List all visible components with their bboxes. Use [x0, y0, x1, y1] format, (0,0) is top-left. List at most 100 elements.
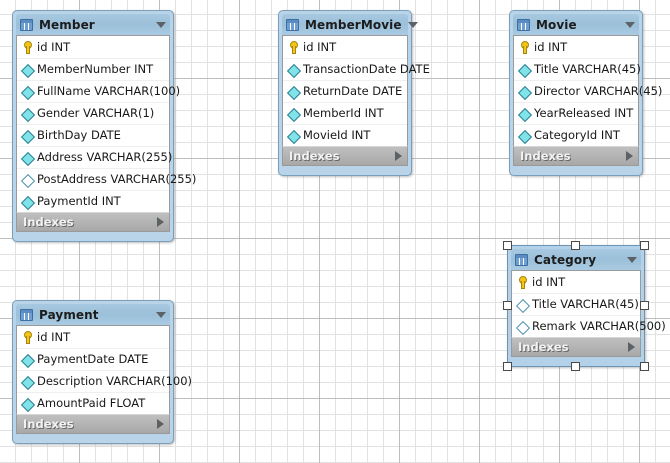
column-row[interactable]: MovieId INT: [283, 124, 407, 146]
table-title-bar[interactable]: Member: [16, 14, 170, 35]
column-label: CategoryId INT: [534, 128, 620, 142]
column-row[interactable]: PaymentDate DATE: [17, 348, 169, 370]
column-row[interactable]: YearReleased INT: [514, 102, 638, 124]
column-label: MemberNumber INT: [37, 62, 154, 76]
table-title-bar[interactable]: Payment: [16, 304, 170, 325]
chevron-right-icon[interactable]: [395, 151, 402, 161]
column-label: Gender VARCHAR(1): [37, 106, 155, 120]
column-row[interactable]: id INT: [283, 36, 407, 58]
key-icon: [518, 40, 532, 54]
column-row[interactable]: FullName VARCHAR(100): [17, 80, 180, 102]
diamond-icon: [21, 129, 35, 143]
chevron-down-icon[interactable]: [156, 311, 166, 318]
table-node-category[interactable]: Category id INT Title VARCHAR(45) Remark VA…: [503, 241, 666, 371]
table-name-label: MemberMovie: [305, 17, 402, 32]
chevron-down-icon[interactable]: [627, 256, 637, 263]
column-row[interactable]: ReturnDate DATE: [283, 80, 407, 102]
column-label: Description VARCHAR(100): [37, 374, 193, 388]
resize-handle-ml[interactable]: [503, 301, 512, 310]
column-label: Address VARCHAR(255): [37, 150, 173, 164]
column-row[interactable]: Director VARCHAR(45): [514, 80, 662, 102]
column-row[interactable]: CategoryId INT: [514, 124, 638, 146]
indexes-section-header[interactable]: Indexes: [16, 414, 170, 434]
table-title-bar[interactable]: Movie: [513, 14, 639, 35]
column-row[interactable]: BirthDay DATE: [17, 124, 169, 146]
indexes-section-header[interactable]: Indexes: [513, 146, 639, 166]
diamond-icon: [21, 63, 35, 77]
column-row[interactable]: id INT: [17, 36, 169, 58]
column-label: MovieId INT: [303, 128, 371, 142]
resize-handle-bc[interactable]: [571, 362, 580, 371]
column-row[interactable]: id INT: [514, 36, 638, 58]
chevron-right-icon[interactable]: [628, 342, 635, 352]
resize-handle-tr[interactable]: [640, 241, 649, 250]
diamond-icon: [21, 195, 35, 209]
column-row[interactable]: Description VARCHAR(100): [17, 370, 192, 392]
column-label: Director VARCHAR(45): [534, 84, 663, 98]
indexes-label: Indexes: [520, 149, 571, 163]
column-row[interactable]: Address VARCHAR(255): [17, 146, 173, 168]
indexes-label: Indexes: [23, 215, 74, 229]
column-row[interactable]: Title VARCHAR(45): [514, 58, 641, 80]
column-row[interactable]: MemberId INT: [283, 102, 407, 124]
table-node-member[interactable]: Member id INT MemberNumber INT FullName VAR…: [12, 10, 196, 242]
chevron-down-icon[interactable]: [407, 21, 418, 28]
diamond-icon: [287, 85, 301, 99]
chevron-right-icon[interactable]: [157, 419, 164, 429]
column-label: Title VARCHAR(45): [532, 297, 639, 311]
column-row[interactable]: Gender VARCHAR(1): [17, 102, 169, 124]
diamond-outline-icon: [516, 298, 530, 312]
table-title-bar[interactable]: MemberMovie: [282, 14, 418, 35]
chevron-down-icon[interactable]: [625, 21, 635, 28]
column-row[interactable]: MemberNumber INT: [17, 58, 169, 80]
column-label: BirthDay DATE: [37, 128, 121, 142]
resize-handle-tc[interactable]: [571, 241, 580, 250]
resize-handle-tl[interactable]: [503, 241, 512, 250]
diamond-outline-icon: [21, 173, 35, 187]
key-icon: [516, 275, 530, 289]
chevron-right-icon[interactable]: [157, 217, 164, 227]
resize-handle-bl[interactable]: [503, 362, 512, 371]
column-row[interactable]: PostAddress VARCHAR(255): [17, 168, 196, 190]
column-row[interactable]: PaymentId INT: [17, 190, 169, 212]
table-name-label: Movie: [536, 17, 577, 32]
table-icon: [286, 18, 299, 31]
column-row[interactable]: AmountPaid FLOAT: [17, 392, 169, 414]
column-row[interactable]: Remark VARCHAR(500): [512, 315, 666, 337]
column-label: FullName VARCHAR(100): [37, 84, 181, 98]
column-row[interactable]: TransactionDate DATE: [283, 58, 430, 80]
column-label: id INT: [37, 329, 71, 344]
column-row[interactable]: id INT: [17, 326, 169, 348]
resize-handle-mr[interactable]: [640, 301, 649, 310]
chevron-right-icon[interactable]: [626, 151, 633, 161]
indexes-section-header[interactable]: Indexes: [511, 337, 641, 357]
column-row[interactable]: Title VARCHAR(45): [512, 293, 640, 315]
table-title-bar[interactable]: Category: [511, 249, 641, 270]
indexes-section-header[interactable]: Indexes: [16, 212, 170, 232]
indexes-label: Indexes: [518, 340, 569, 354]
table-node-payment[interactable]: Payment id INT PaymentDate DATE Description…: [12, 300, 192, 444]
diamond-outline-icon: [516, 320, 530, 334]
diamond-icon: [518, 129, 532, 143]
column-label: Remark VARCHAR(500): [532, 319, 666, 333]
column-list: id INT PaymentDate DATE Description VARCHA…: [16, 325, 192, 414]
indexes-label: Indexes: [23, 417, 74, 431]
table-name-label: Category: [534, 252, 597, 267]
indexes-section-header[interactable]: Indexes: [282, 146, 408, 166]
diamond-icon: [21, 353, 35, 367]
key-icon: [287, 40, 301, 54]
key-icon: [21, 40, 35, 54]
column-row[interactable]: id INT: [512, 271, 640, 293]
column-label: PaymentDate DATE: [37, 352, 149, 366]
chevron-down-icon[interactable]: [156, 21, 166, 28]
column-label: id INT: [37, 39, 71, 54]
diamond-icon: [518, 63, 532, 77]
resize-handle-br[interactable]: [640, 362, 649, 371]
diamond-icon: [518, 85, 532, 99]
diamond-icon: [287, 107, 301, 121]
column-label: PostAddress VARCHAR(255): [37, 172, 197, 186]
